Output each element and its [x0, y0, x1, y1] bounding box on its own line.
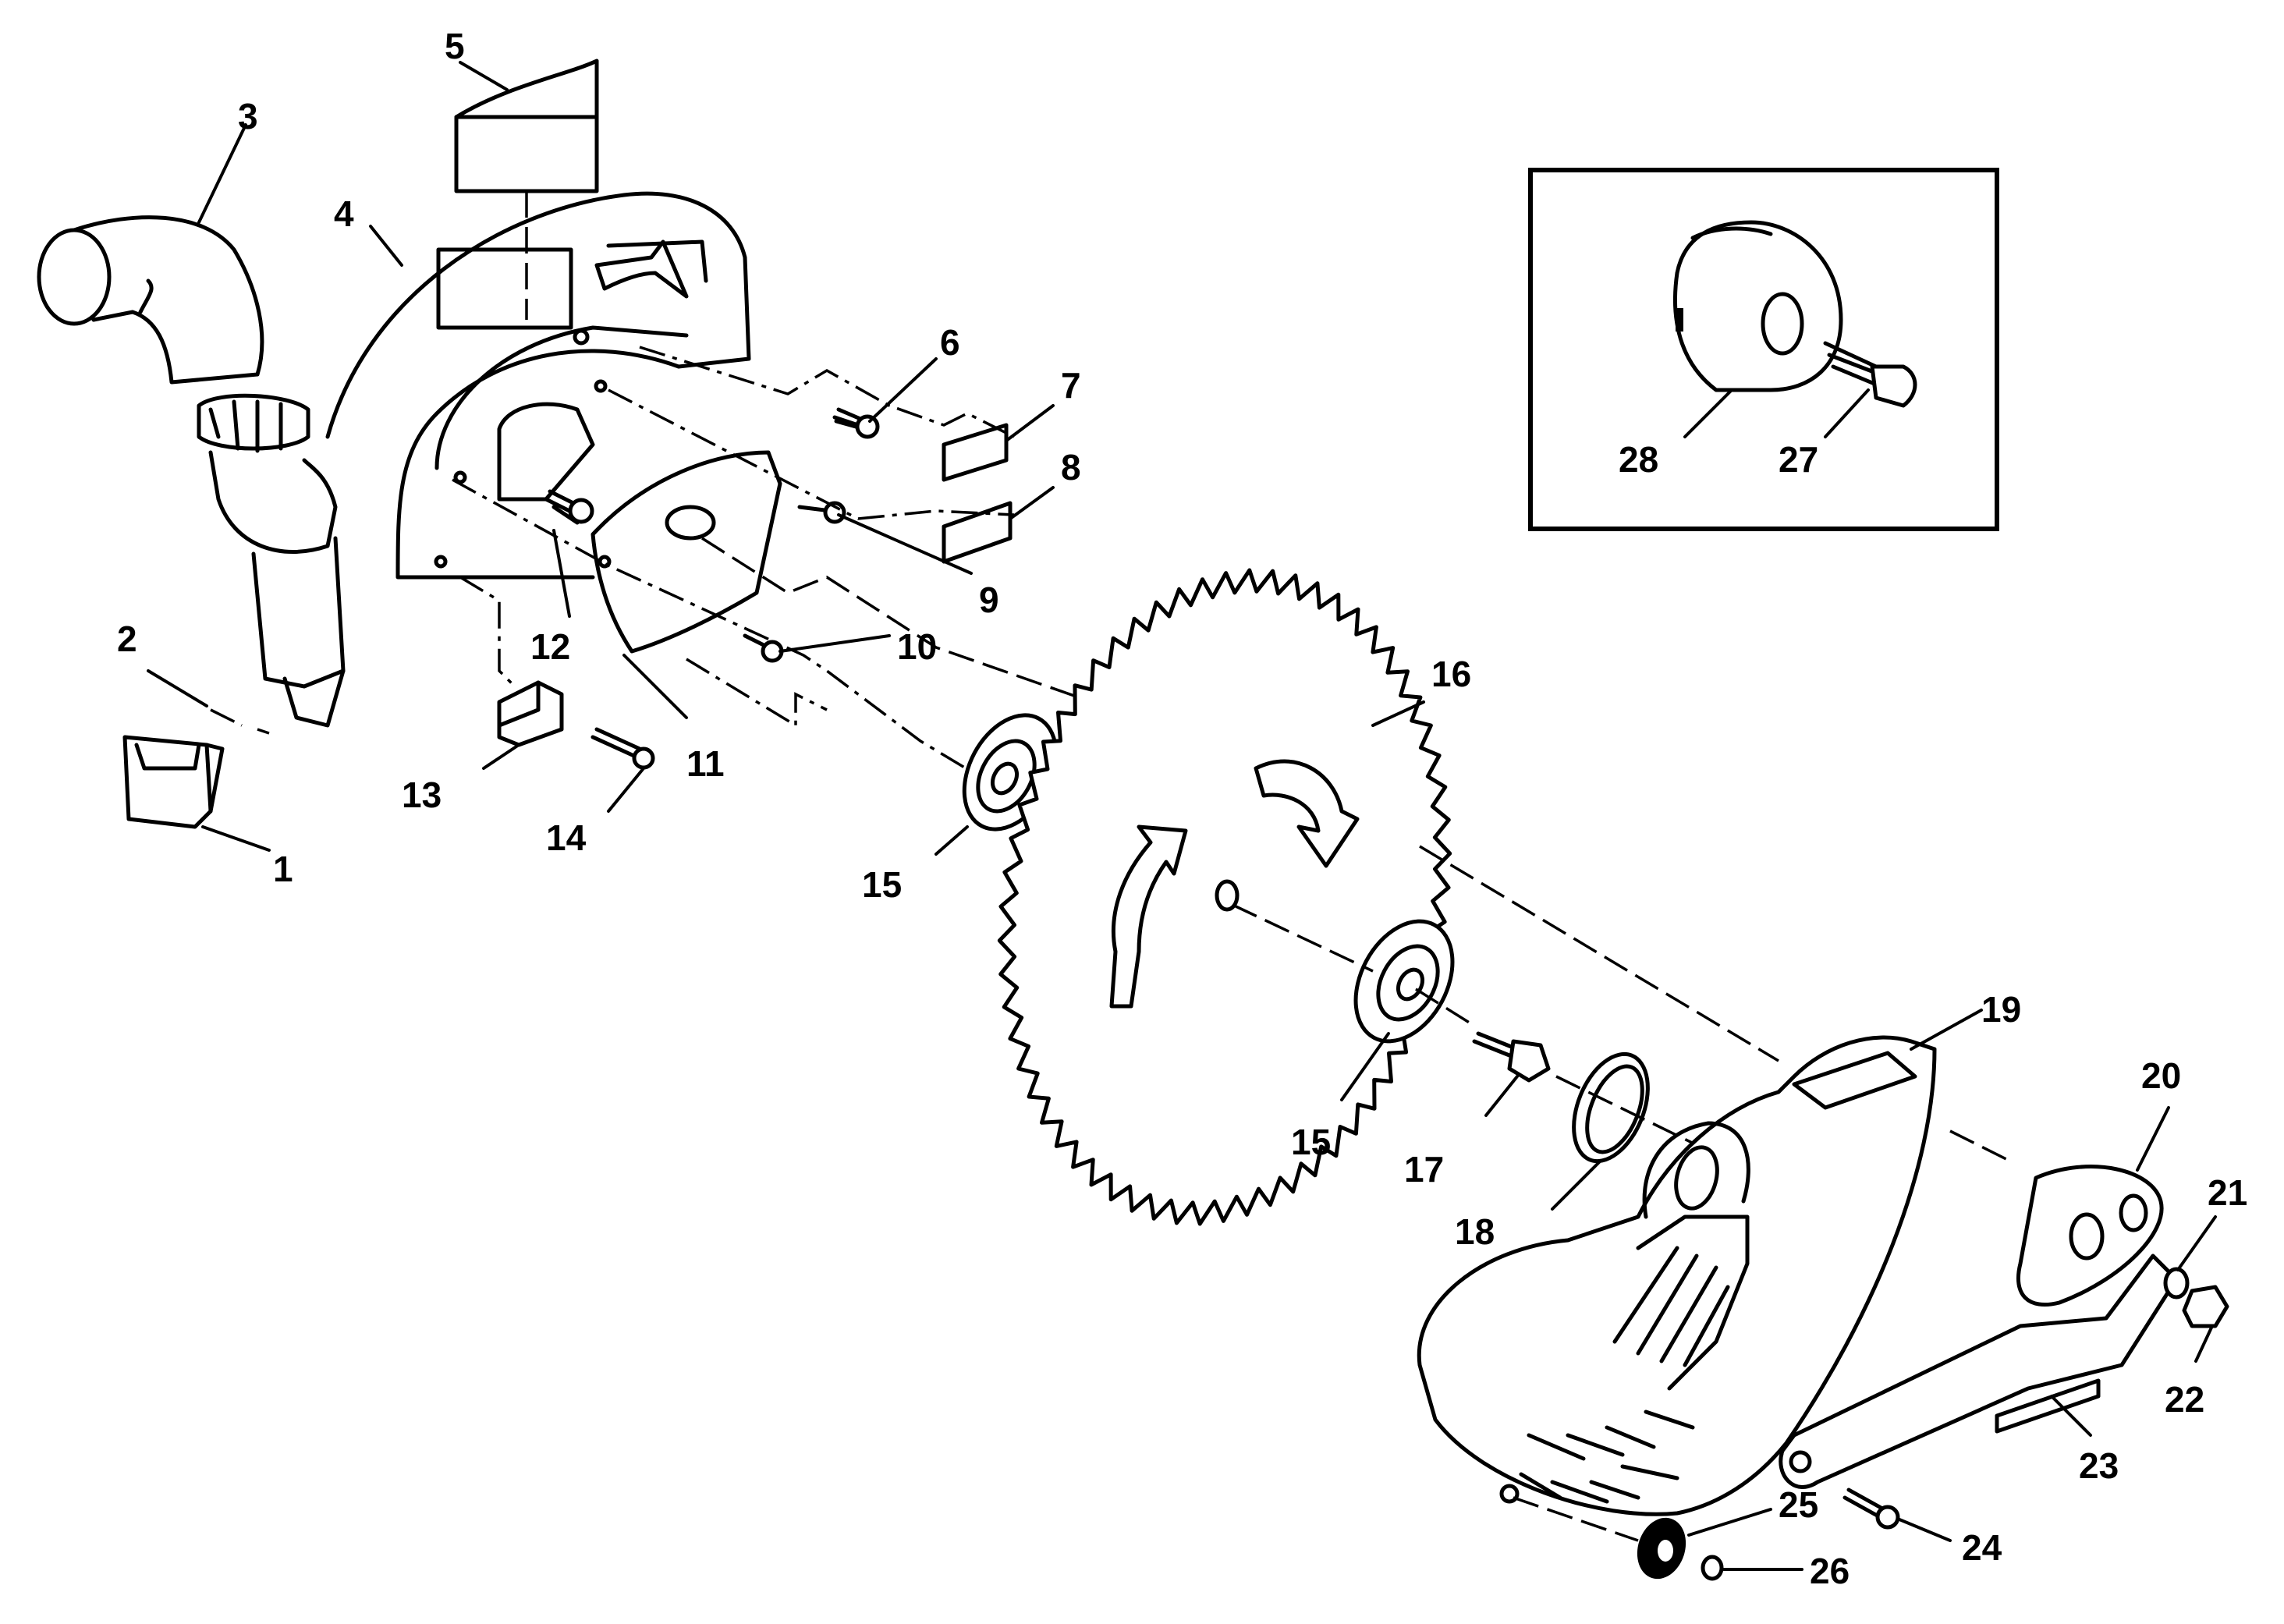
callout-25: 25: [1779, 1484, 1818, 1525]
part-20-link-plate: [2016, 1165, 2164, 1307]
part-14-screw: [591, 727, 655, 770]
dust-nozzle: [197, 393, 346, 728]
part-7-label: [942, 423, 1009, 482]
callout-15-bottom: 15: [1291, 1122, 1331, 1162]
part-1-clip: [122, 735, 225, 829]
callout-5: 5: [445, 26, 465, 66]
callout-22: 22: [2165, 1379, 2204, 1420]
part-21-washer: [2163, 1267, 2190, 1300]
part-6-screw: [832, 407, 880, 439]
part-9-screw: [797, 501, 846, 524]
callout-21: 21: [2208, 1172, 2247, 1213]
callout-23: 23: [2079, 1445, 2119, 1486]
callout-27: 27: [1779, 439, 1818, 480]
part-17-bolt: [1472, 1031, 1551, 1083]
callout-19: 19: [1981, 989, 2021, 1030]
part-24-screw: [1842, 1487, 1900, 1530]
part-22-nut: [2182, 1285, 2229, 1328]
part-27-screw: [1823, 341, 1917, 408]
part-23-arm: [1779, 1253, 2179, 1489]
part-5-label: [454, 59, 599, 193]
part-12-bolt: [544, 489, 594, 525]
callout-8: 8: [1061, 447, 1081, 488]
part-2-pin: [147, 669, 208, 707]
part-8-label: [942, 501, 1013, 564]
dust-elbow: [37, 215, 264, 385]
callout-labels: 1 2 3 4 5 6 7 8 9 10 11 12 13 14 15 15 1…: [117, 26, 2247, 1591]
inset-box: [1528, 168, 1999, 531]
callout-7: 7: [1061, 365, 1081, 406]
leader-lines: [197, 61, 2217, 1571]
callout-9: 9: [979, 580, 999, 620]
callout-20: 20: [2141, 1055, 2181, 1096]
callout-12: 12: [530, 626, 570, 667]
callout-3: 3: [238, 96, 258, 137]
callout-13: 13: [402, 775, 442, 815]
part-26-washer: [1701, 1555, 1724, 1581]
callout-28: 28: [1619, 439, 1658, 480]
part-19-lower-guard: [1417, 1035, 1937, 1516]
callout-18: 18: [1455, 1211, 1495, 1252]
part-10-screw: [743, 633, 784, 663]
part-16-saw-blade: [997, 568, 1452, 1226]
callout-16: 16: [1431, 654, 1471, 694]
upper-blade-guard: [325, 191, 751, 580]
callout-24: 24: [1962, 1527, 2002, 1568]
callout-2: 2: [117, 619, 137, 659]
part-25-roller: [1637, 1517, 1686, 1580]
callout-10: 10: [897, 626, 937, 667]
callout-26: 26: [1810, 1551, 1850, 1591]
callout-11: 11: [686, 743, 725, 784]
callout-14: 14: [546, 817, 587, 858]
callout-17: 17: [1404, 1149, 1444, 1190]
callout-1: 1: [273, 849, 293, 889]
part-18-spring-washer: [1572, 1051, 1650, 1164]
part-15-flange-outer: [1353, 919, 1455, 1044]
part-11-guard-plate: [591, 450, 782, 654]
callout-15-top: 15: [862, 864, 902, 905]
part-28-arbor-collar: [1673, 220, 1843, 392]
callout-6: 6: [940, 322, 960, 363]
callout-4: 4: [334, 193, 354, 234]
part-13-bracket: [497, 680, 564, 747]
part-23-label: [1995, 1378, 2101, 1434]
